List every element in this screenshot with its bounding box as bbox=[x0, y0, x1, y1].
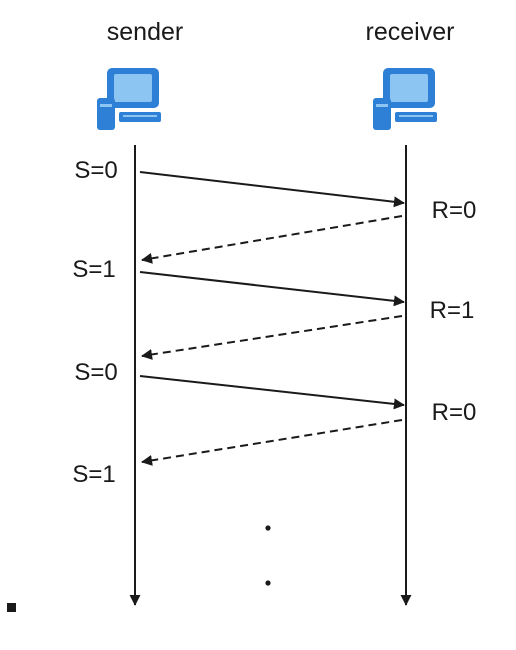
ack-arrow bbox=[141, 419, 403, 466]
bullet-marker bbox=[7, 603, 16, 612]
receiver-computer-icon bbox=[373, 68, 437, 130]
message-arrow bbox=[139, 171, 405, 208]
sender-computer-icon bbox=[97, 68, 161, 130]
sender-state-label: S=0 bbox=[74, 157, 117, 184]
message-arrow bbox=[139, 271, 405, 307]
receiver-state-label: R=0 bbox=[432, 197, 477, 224]
continuation-ellipsis bbox=[265, 525, 271, 586]
message-arrow bbox=[139, 375, 405, 410]
sender-state-label: S=1 bbox=[72, 256, 115, 283]
ack-arrow bbox=[141, 215, 403, 264]
receiver-state-label: R=0 bbox=[432, 399, 477, 426]
receiver-state-label: R=1 bbox=[430, 297, 475, 324]
sender-label: sender bbox=[107, 18, 183, 46]
ack-arrow bbox=[141, 315, 403, 360]
sender-state-label: S=1 bbox=[72, 461, 115, 488]
sender-state-label: S=0 bbox=[74, 359, 117, 386]
receiver-label: receiver bbox=[366, 18, 455, 46]
